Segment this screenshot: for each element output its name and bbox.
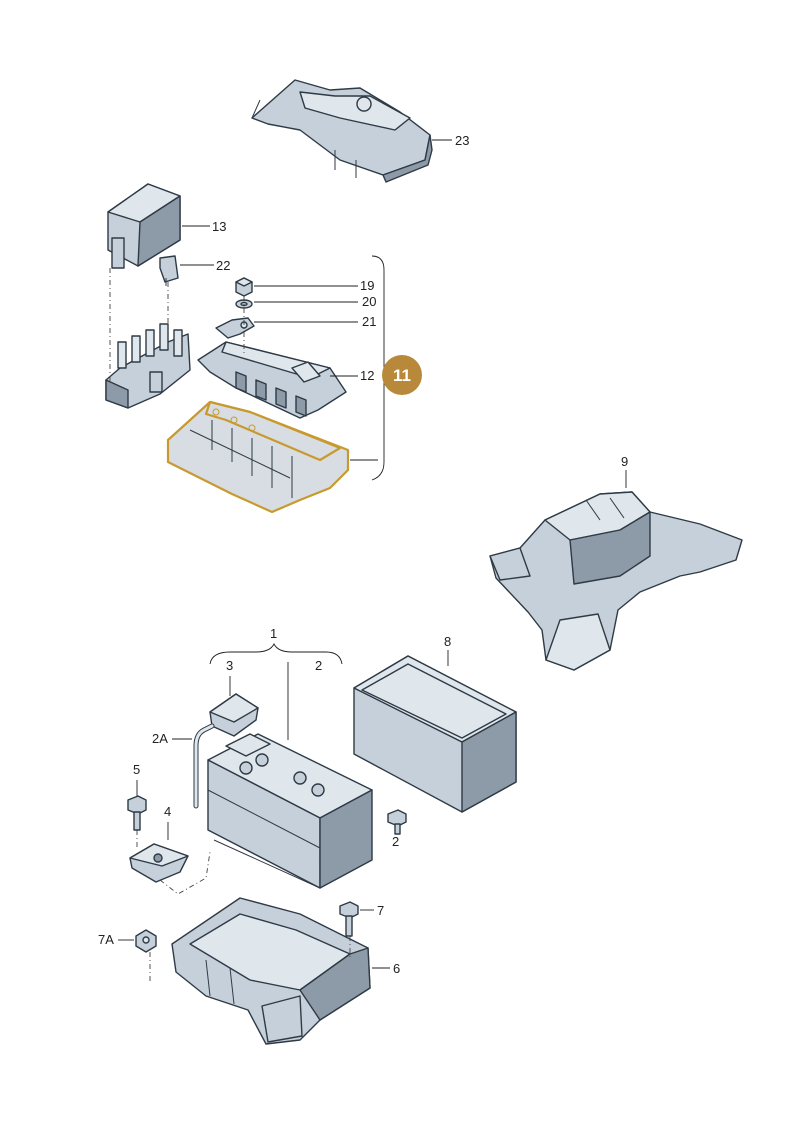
label-2-top: 2: [315, 658, 322, 673]
part-21-connector[interactable]: [215, 317, 255, 339]
part-6-battery-tray[interactable]: [171, 897, 371, 1045]
part-13-relay-cover[interactable]: [107, 183, 181, 269]
callout-11[interactable]: 11: [382, 355, 422, 395]
part-2A-vent-hose[interactable]: [193, 723, 215, 809]
part-3-terminal-cover[interactable]: [209, 693, 259, 737]
label-20: 20: [362, 294, 376, 309]
bracket-1: [209, 642, 343, 665]
part-19-nut[interactable]: [235, 277, 253, 297]
part-7A-nut[interactable]: [135, 929, 157, 953]
label-6: 6: [393, 961, 400, 976]
part-7-bolt[interactable]: [339, 901, 359, 937]
label-13: 13: [212, 219, 226, 234]
label-5: 5: [133, 762, 140, 777]
part-1-battery[interactable]: [207, 733, 373, 889]
part-23-cover[interactable]: [251, 79, 433, 183]
part-11-highlighted-tray[interactable]: [166, 400, 350, 514]
label-3: 3: [226, 658, 233, 673]
label-22: 22: [216, 258, 230, 273]
label-23: 23: [455, 133, 469, 148]
part-9-carrier[interactable]: [489, 491, 743, 671]
label-2A: 2A: [152, 731, 168, 746]
part-12-busbar[interactable]: [197, 341, 347, 419]
callout-11-label: 11: [393, 366, 411, 385]
label-1: 1: [270, 626, 277, 641]
label-12: 12: [360, 368, 374, 383]
label-21: 21: [362, 314, 376, 329]
part-22-fuse[interactable]: [159, 255, 179, 286]
part-2-bolt[interactable]: [387, 809, 407, 835]
label-9: 9: [621, 454, 628, 469]
label-2: 2: [392, 834, 399, 849]
label-7A: 7A: [98, 932, 114, 947]
fuse-block[interactable]: [105, 323, 191, 409]
label-4: 4: [164, 804, 171, 819]
part-8-battery-box[interactable]: [353, 655, 517, 813]
part-4-clamp[interactable]: [129, 843, 189, 883]
label-8: 8: [444, 634, 451, 649]
label-7: 7: [377, 903, 384, 918]
label-19: 19: [360, 278, 374, 293]
callout-11-circle: [382, 355, 422, 395]
group-bracket: [371, 255, 385, 481]
part-5-bolt[interactable]: [127, 795, 147, 831]
